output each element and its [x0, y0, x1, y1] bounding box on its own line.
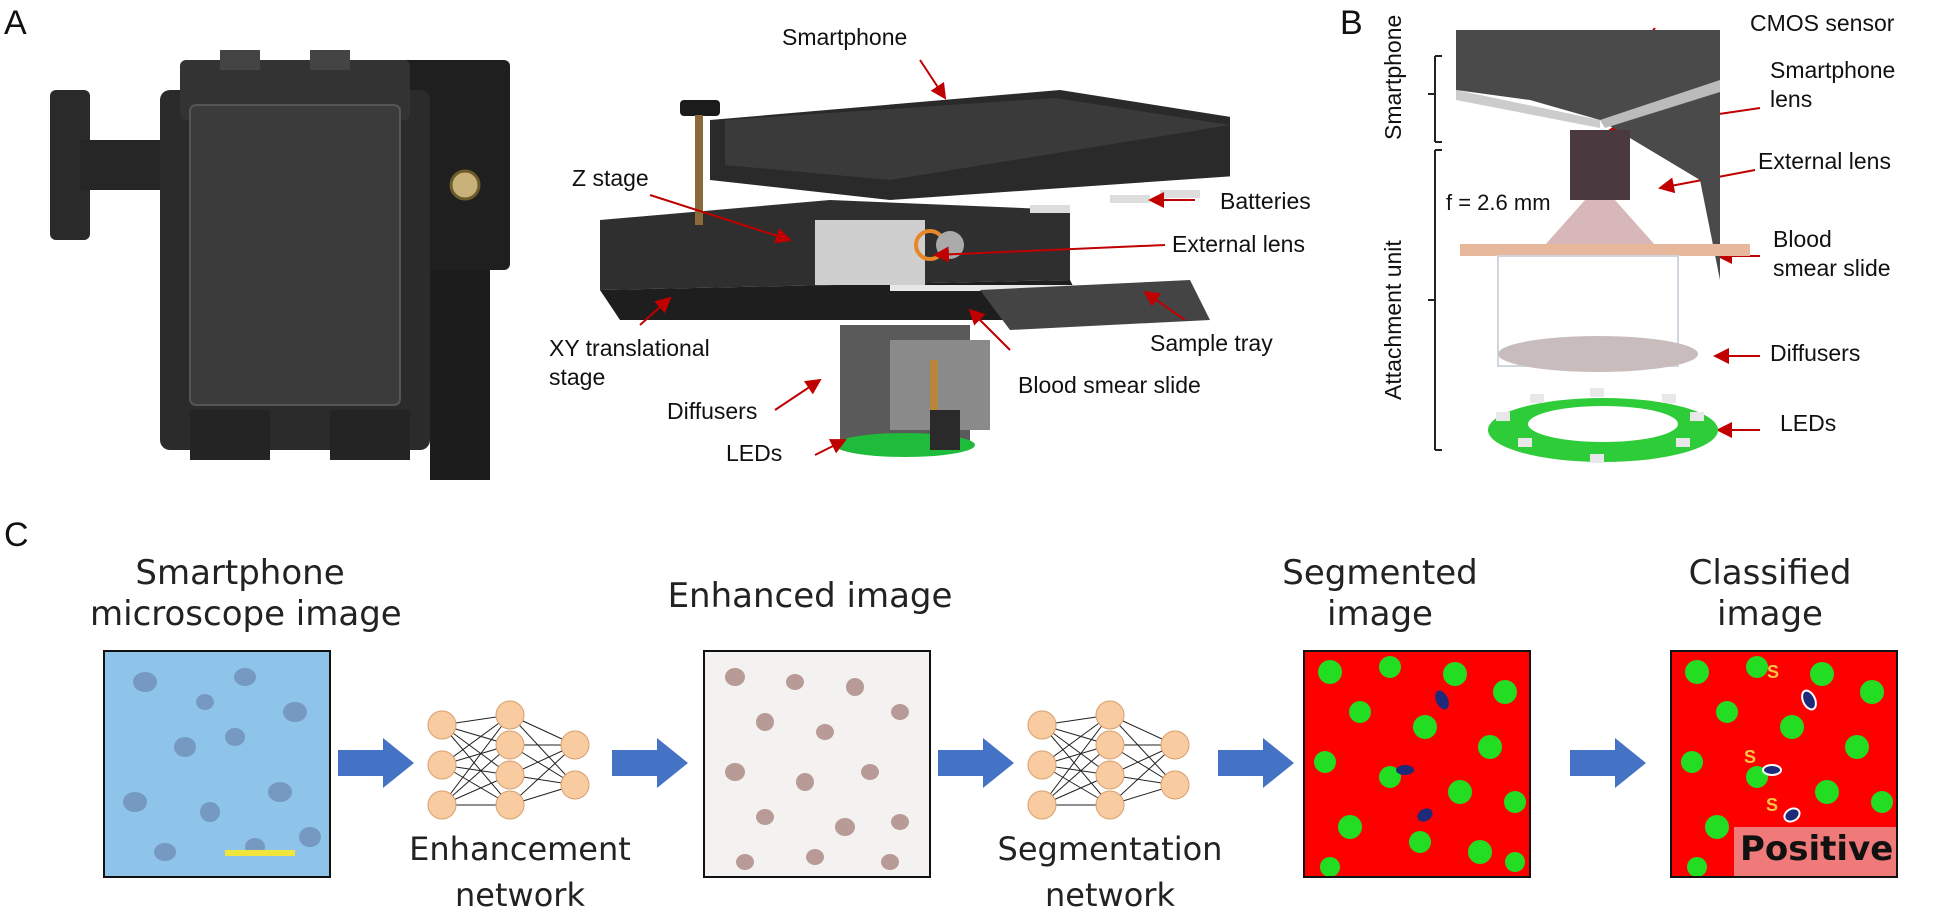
segmentation-network-label: Segmentation network [997, 830, 1223, 914]
label-leds-a: LEDs [726, 440, 783, 466]
label-external-lens-a: External lens [1172, 231, 1305, 257]
label-leds-b: LEDs [1780, 410, 1837, 436]
enhancement-network-icon [427, 700, 590, 820]
label-external-lens-b: External lens [1758, 148, 1891, 174]
stage-title-enhanced: Enhanced image [667, 576, 953, 616]
segmentation-network-icon [1027, 700, 1190, 820]
enhanced-image [703, 650, 931, 878]
segmented-image [1303, 650, 1531, 878]
panel-label-b: B [1340, 4, 1363, 42]
device-photo [50, 50, 510, 480]
label-cmos-sensor: CMOS sensor [1750, 10, 1895, 36]
label-xy-stage: XY translational stage [549, 335, 710, 390]
stage-title-segmented: Segmented image [1282, 553, 1478, 634]
label-z-stage: Z stage [572, 165, 649, 191]
label-blood-smear-slide-a: Blood smear slide [1018, 372, 1201, 398]
panel-label-c: C [4, 516, 29, 554]
stage-title-microscope: Smartphone microscope image [90, 553, 402, 634]
flow-arrow-4 [1218, 738, 1294, 788]
label-attachment-bracket: Attachment unit [1380, 240, 1406, 400]
flow-arrow-3 [938, 738, 1014, 788]
flow-arrow-5 [1570, 738, 1646, 788]
classified-image [1670, 650, 1898, 878]
microscope-image [103, 650, 331, 878]
bracket-lines [1428, 55, 1442, 451]
label-smartphone: Smartphone [782, 24, 908, 50]
flow-arrow-2 [612, 738, 688, 788]
parasite-marker-1: S [1767, 662, 1780, 682]
label-sample-tray: Sample tray [1150, 330, 1273, 356]
optics-schematic [1456, 30, 1750, 463]
parasite-marker-2: S [1744, 747, 1757, 767]
label-smartphone-bracket: Smartphone [1380, 14, 1406, 140]
label-f-attachment: f = 2.6 mm [1446, 190, 1551, 215]
device-cad-render [600, 90, 1230, 457]
stage-title-classified: Classified image [1688, 553, 1852, 634]
label-batteries: Batteries [1220, 188, 1311, 214]
panel-label-a: A [4, 4, 27, 42]
flow-arrow-1 [338, 738, 414, 788]
label-smartphone-lens: Smartphone lens [1770, 57, 1896, 112]
label-f-smartphone: f =7.2 mm [1458, 123, 1557, 148]
enhancement-network-label: Enhancement network [409, 830, 631, 914]
classification-result: Positive [1740, 829, 1894, 869]
label-diffusers-b: Diffusers [1770, 340, 1861, 366]
parasite-marker-3: S [1766, 795, 1779, 815]
label-blood-smear-slide-b: Blood smear slide [1773, 226, 1891, 281]
label-diffusers-a: Diffusers [667, 398, 758, 424]
